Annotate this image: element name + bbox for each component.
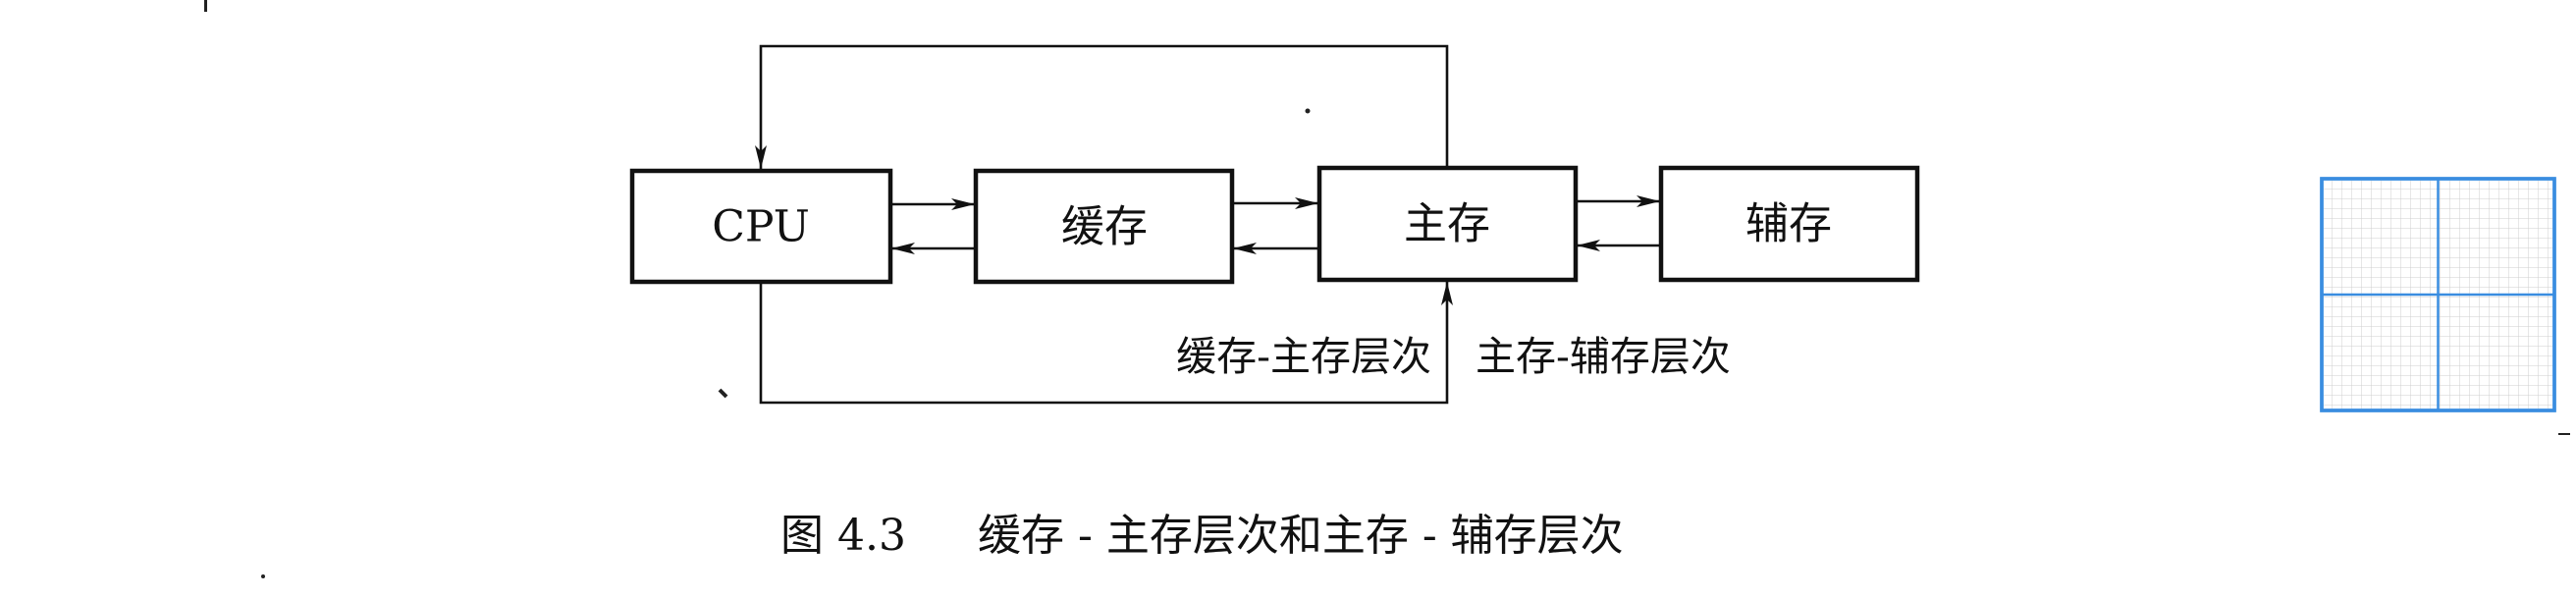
scan-speck	[261, 574, 265, 578]
cache-label: 缓存	[1061, 202, 1148, 252]
scan-speck	[718, 388, 728, 399]
main-memory-label: 主存	[1404, 199, 1490, 249]
aux-memory-box: 辅存	[1658, 165, 1920, 283]
cache-main-level-label: 缓存-主存层次	[1176, 333, 1431, 380]
scan-speck	[204, 0, 207, 12]
bottom-path-cpu-to-main	[759, 282, 1453, 405]
top-path-main-to-cpu	[755, 44, 1449, 169]
aux-memory-label: 辅存	[1745, 199, 1832, 249]
grid-icon	[2320, 177, 2556, 412]
scan-speck	[1305, 108, 1311, 114]
scan-speck	[2558, 433, 2570, 435]
cache-box: 缓存	[973, 168, 1235, 285]
cpu-box: CPU	[629, 168, 893, 285]
cpu-label: CPU	[712, 202, 810, 252]
figure-caption-title: 缓存 - 主存层次和主存 - 辅存层次	[978, 511, 1624, 561]
figure-number: 图 4.3	[780, 511, 906, 561]
main-memory-box: 主存	[1316, 165, 1579, 283]
main-aux-level-label: 主存-辅存层次	[1476, 333, 1731, 380]
